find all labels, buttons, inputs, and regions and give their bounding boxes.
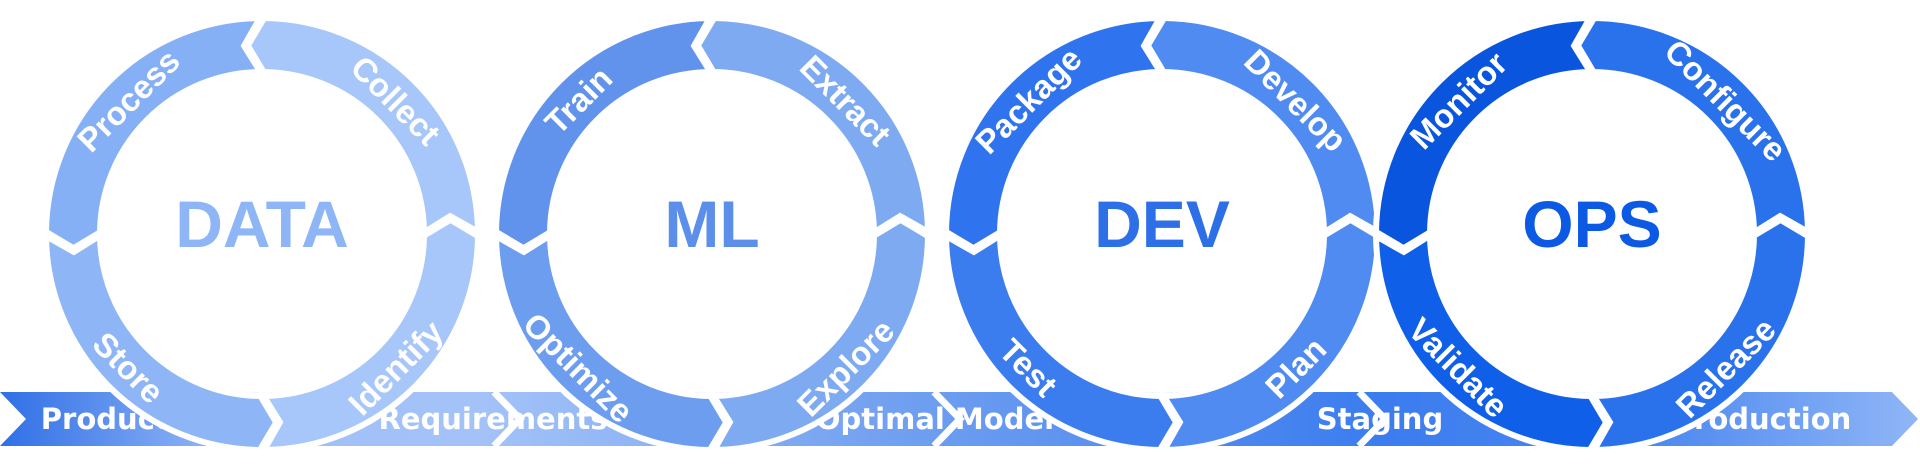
banner-chevron-3: [931, 389, 965, 449]
cycle-center: [553, 75, 871, 393]
arrow-label-2: Requirements: [379, 402, 608, 436]
banner-start-notch: [0, 392, 26, 446]
cycle-data-segment-1: [244, 14, 482, 238]
cycle-center: [1003, 75, 1321, 393]
banner-chevron-4: [1356, 389, 1390, 449]
cycle-ops-segment-4: [1588, 216, 1812, 454]
cycle-title-ops: OPS: [1522, 187, 1661, 261]
cycle-dev-segment-1: [1144, 14, 1382, 238]
cycle-title-dev: DEV: [1094, 187, 1230, 261]
cycle-ml-segment-4: [708, 216, 932, 454]
cycle-ops-segment-3: [1372, 230, 1610, 454]
cycle-dev-segment-3: [942, 230, 1180, 454]
arrow-label-4: Staging: [1317, 402, 1443, 436]
cycle-center: [1433, 75, 1751, 393]
cycle-center: [103, 75, 421, 393]
cycle-ops-segment-2: [1372, 14, 1596, 252]
cycle-ml-segment-3: [492, 230, 730, 454]
cycle-ml-segment-2: [492, 14, 716, 252]
banner-end-tip: [1890, 390, 1920, 448]
cycle-data-segment-4: [258, 216, 482, 454]
cycle-dev-segment-2: [942, 14, 1166, 252]
cycle-data-segment-3: [42, 230, 280, 454]
banner-chevron-2: [491, 389, 525, 449]
cycle-data-segment-2: [42, 14, 266, 252]
cycle-title-ml: ML: [664, 187, 759, 261]
cycle-title-data: DATA: [175, 187, 349, 261]
arrow-label-3: Optimal Model: [816, 402, 1054, 436]
cycle-ops-segment-1: [1574, 14, 1812, 238]
cycle-ml-segment-1: [694, 14, 932, 238]
